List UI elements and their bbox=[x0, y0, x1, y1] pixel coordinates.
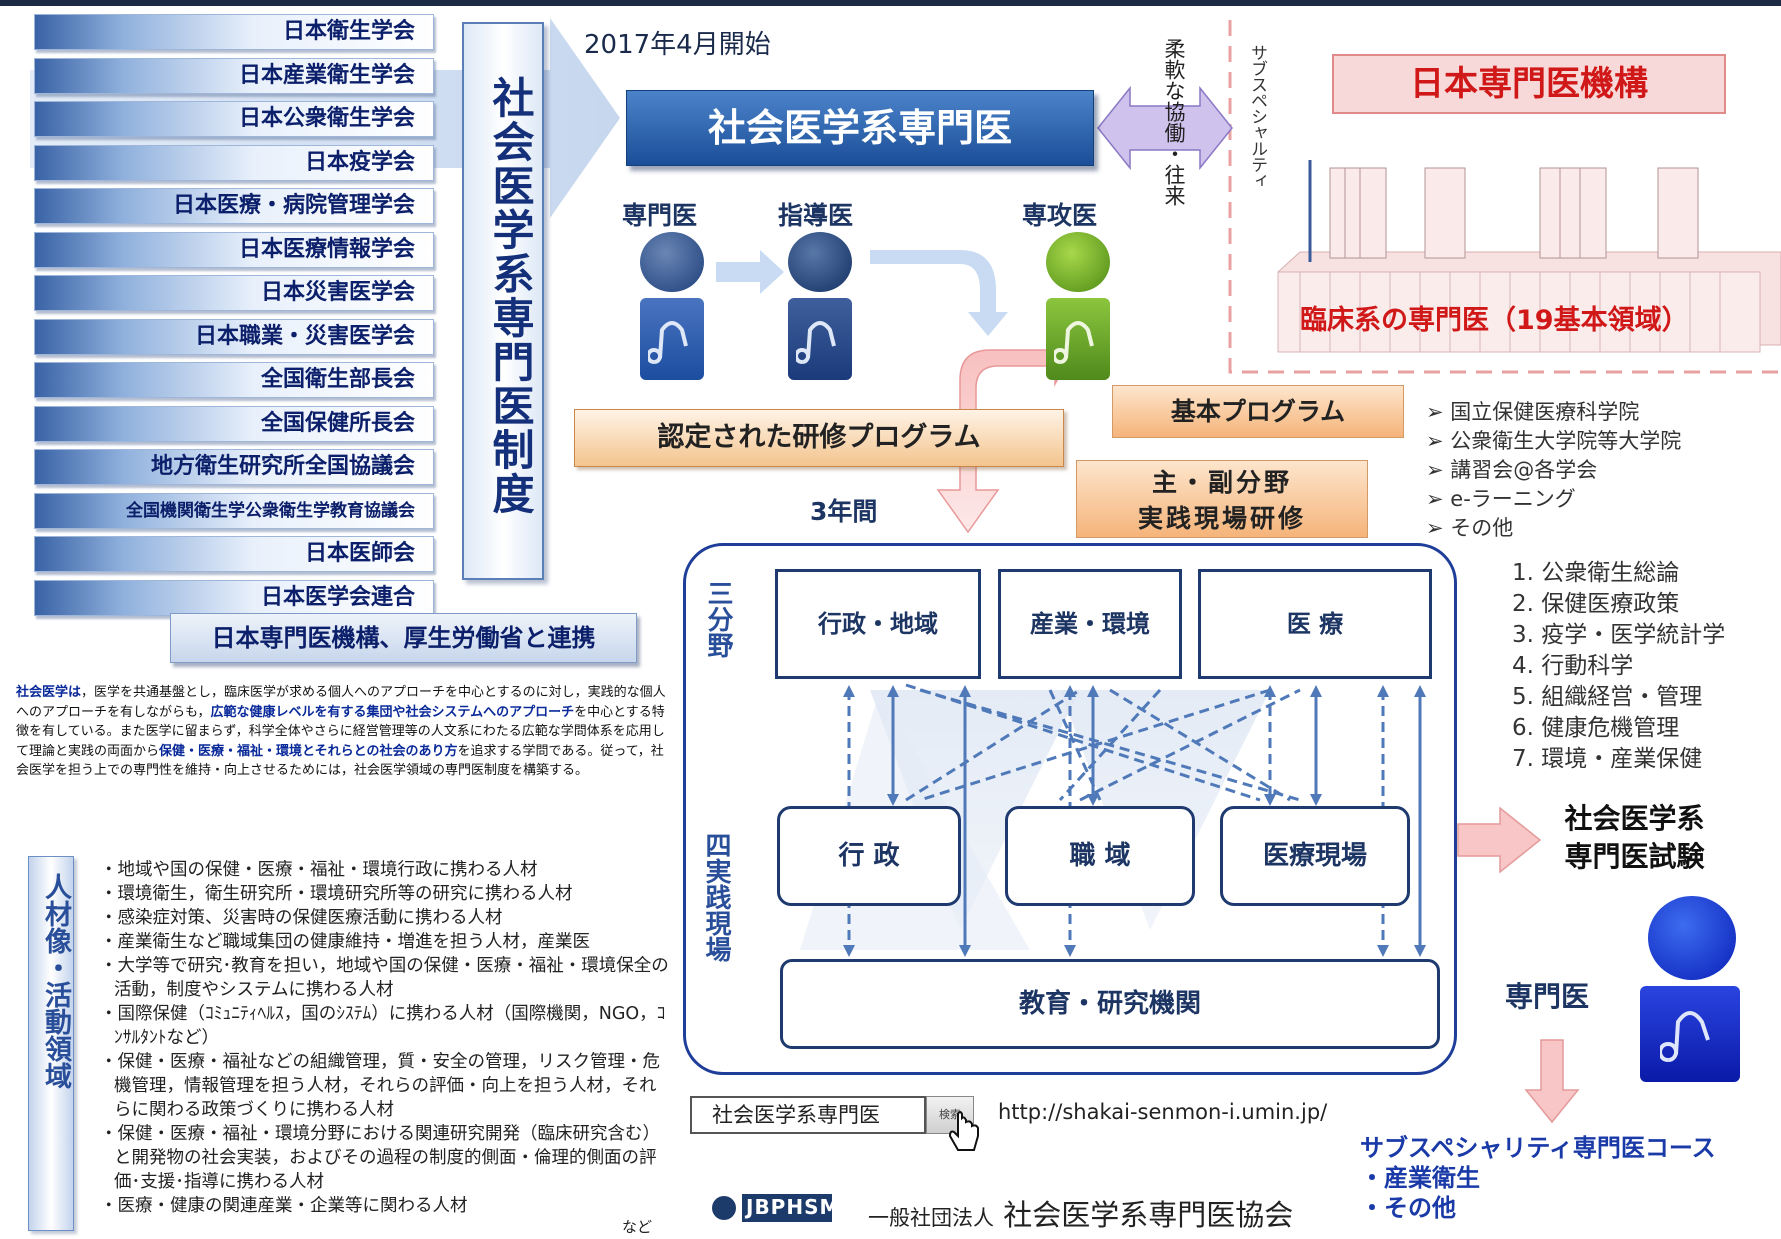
role-item: 地域や国の保健・医療・福祉・環境行政に携わる人材 bbox=[100, 858, 670, 882]
society-item: 日本衛生学会 bbox=[34, 14, 434, 50]
start-date: 2017年4月開始 bbox=[584, 30, 771, 60]
specialist-person-icon bbox=[640, 232, 704, 382]
top-border bbox=[0, 0, 1781, 6]
core-subject-item: 7. 環境・産業保健 bbox=[1512, 746, 1703, 772]
society-item: 日本疫学会 bbox=[34, 144, 434, 181]
role-header-banner: 人材像・活動領域 bbox=[28, 856, 74, 1231]
instructor-label: 指導医 bbox=[778, 201, 854, 230]
etc-label: など bbox=[622, 1218, 653, 1236]
society-item: 日本公衆衛生学会 bbox=[34, 101, 434, 137]
core-subject-item: 3. 疫学・医学統計学 bbox=[1512, 622, 1726, 648]
society-item: 日本医療情報学会 bbox=[34, 231, 434, 268]
core-subject-list: 1. 公衆衛生総論 2. 保健医療政策 3. 疫学・医学統計学 4. 行動科学 … bbox=[1512, 558, 1725, 775]
instructor-person-icon bbox=[788, 232, 852, 382]
description-text: 社会医学は，医学を共通基盤とし，臨床医学が求める個人へのアプローチを中心とするの… bbox=[16, 685, 666, 778]
society-item: 日本職業・災害医学会 bbox=[34, 318, 434, 355]
site-box-admin: 行 政 bbox=[777, 806, 961, 906]
training-arrow bbox=[936, 310, 1081, 534]
trainee-person-icon bbox=[1046, 232, 1110, 382]
society-item: 日本産業衛生学会 bbox=[34, 57, 434, 94]
core-subject-item: 6. 健康危機管理 bbox=[1512, 715, 1680, 741]
flow-arrow-2 bbox=[870, 250, 1008, 336]
clinical-block bbox=[1277, 160, 1781, 353]
role-item: 産業衛生など職域集団の健康維持・増進を担う人材，産業医 bbox=[100, 930, 670, 954]
practice-frame bbox=[683, 543, 1457, 1075]
field-triangle-1 bbox=[870, 690, 1080, 930]
society-item: 全国衛生部長会 bbox=[34, 362, 434, 398]
field-box-industry: 産業・環境 bbox=[998, 569, 1182, 679]
basic-program-box: 基本プログラム bbox=[1112, 385, 1404, 438]
clinical-frame bbox=[1228, 20, 1781, 374]
role-item: 国際保健（ｺﾐｭﾆﾃｨﾍﾙｽ，国のｼｽﾃﾑ）に携わる人材（国際機関，NGO，ｺﾝ… bbox=[100, 1002, 670, 1050]
collaboration-box: 日本専門医機構、厚生労働省と連携 bbox=[170, 613, 637, 663]
role-item: 保健・医療・福祉などの組織管理，質・安全の管理，リスク管理・危機管理，情報管理を… bbox=[100, 1050, 670, 1122]
organization-logo: JBPHSM bbox=[708, 1190, 841, 1226]
core-subject-item: 2. 保健医療政策 bbox=[1512, 591, 1680, 617]
flow-arrow-1 bbox=[716, 250, 784, 294]
core-subject-item: 5. 組織経営・管理 bbox=[1512, 684, 1703, 710]
clinical-specialist-label: 臨床系の専門医（19基本領域） bbox=[1300, 305, 1689, 336]
resource-item: その他 bbox=[1426, 514, 1681, 543]
exam-arrow bbox=[1457, 806, 1542, 874]
resource-item: 公衆衛生大学院等大学院 bbox=[1426, 427, 1681, 456]
exam-label: 社会医学系 専門医試験 bbox=[1564, 802, 1705, 873]
main-title: 社会医学系専門医 bbox=[626, 90, 1094, 166]
society-item: 日本医師会 bbox=[34, 536, 434, 572]
role-item: 環境衛生，衛生研究所・環境研究所等の研究に携わる人材 bbox=[100, 882, 670, 906]
website-url[interactable]: http://shakai-senmon-i.umin.jp/ bbox=[998, 1100, 1328, 1124]
site-box-workplace: 職 域 bbox=[1005, 806, 1195, 906]
society-item: 日本医学会連合 bbox=[34, 579, 434, 616]
system-name-banner: 社会医学系専門医制度 bbox=[462, 22, 544, 580]
role-header-text: 人材像・活動領域 bbox=[40, 873, 71, 1089]
subspecialty-arrow bbox=[1524, 1039, 1580, 1124]
role-list: 地域や国の保健・医療・福祉・環境行政に携わる人材 環境衛生，衛生研究所・環境研究… bbox=[100, 858, 670, 1218]
core-subject-item: 1. 公衆衛生総論 bbox=[1512, 560, 1680, 586]
three-fields-label: 三分野 bbox=[703, 580, 733, 658]
resource-item: 講習会@各学会 bbox=[1426, 456, 1681, 485]
role-item: 医療・健康の関連産業・企業等に関わる人材 bbox=[100, 1194, 670, 1218]
education-box: 教育・研究機関 bbox=[780, 959, 1440, 1049]
role-item: 保健・医療・福祉・環境分野における関連研究開発（臨床研究含む）と開発物の社会実装… bbox=[100, 1122, 670, 1194]
society-item: 全国機関衛生学公衆衛生学教育協議会 bbox=[34, 492, 434, 529]
site-box-clinical: 医療現場 bbox=[1220, 806, 1410, 906]
subspecialty-course: サブスペシャリティ専門医コース ・産業衛生 ・その他 bbox=[1360, 1134, 1716, 1222]
practice-sites-label: 四実践現場 bbox=[701, 832, 731, 962]
field-box-medical: 医 療 bbox=[1198, 569, 1432, 679]
society-item: 全国保健所長会 bbox=[34, 405, 434, 442]
field-box-admin: 行政・地域 bbox=[775, 569, 981, 679]
logo-text: JBPHSM bbox=[746, 1195, 841, 1219]
society-item: 日本災害医学会 bbox=[34, 275, 434, 311]
resource-item: e-ラーニング bbox=[1426, 485, 1681, 514]
trainee-label: 専攻医 bbox=[1022, 201, 1098, 230]
specialist-result-icon bbox=[1640, 896, 1740, 1082]
duration-label: 3年間 bbox=[810, 497, 878, 526]
logo-mark-icon bbox=[712, 1194, 832, 1222]
field-training-box: 主・副分野 実践現場研修 bbox=[1076, 460, 1368, 538]
role-item: 感染症対策、災害時の保健医療活動に携わる人材 bbox=[100, 906, 670, 930]
specialist-label: 専門医 bbox=[622, 201, 698, 230]
organization-name: 一般社団法人 社会医学系専門医協会 bbox=[868, 1198, 1294, 1232]
society-item: 日本医療・病院管理学会 bbox=[34, 188, 434, 224]
collab-arrow bbox=[1097, 85, 1233, 171]
subspecialty-label: サブスペシャルティ bbox=[1247, 44, 1267, 188]
collaboration-arrow-label: 柔軟な協働・往来 bbox=[1162, 38, 1186, 206]
society-item: 地方衛生研究所全国協議会 bbox=[34, 449, 434, 485]
certified-program-box: 認定された研修プログラム bbox=[574, 409, 1064, 467]
core-subject-item: 4. 行動科学 bbox=[1512, 653, 1634, 679]
cursor-hand-icon bbox=[948, 1111, 979, 1151]
resource-list: 国立保健医療科学院 公衆衛生大学院等大学院 講習会@各学会 e-ラーニング その… bbox=[1426, 398, 1681, 543]
role-item: 大学等で研究･教育を担い，地域や国の保健・医療・福祉・環境保全の活動，制度やシス… bbox=[100, 954, 670, 1002]
search-input[interactable]: 社会医学系専門医 bbox=[690, 1096, 926, 1134]
system-name-text: 社会医学系専門医制度 bbox=[486, 76, 535, 516]
society-list: 日本衛生学会 日本産業衛生学会 日本公衆衛生学会 日本疫学会 日本医療・病院管理… bbox=[34, 14, 436, 623]
specialist-result-label: 専門医 bbox=[1505, 980, 1590, 1013]
jmsb-title: 日本専門医機構 bbox=[1332, 54, 1726, 114]
resource-item: 国立保健医療科学院 bbox=[1426, 398, 1681, 427]
